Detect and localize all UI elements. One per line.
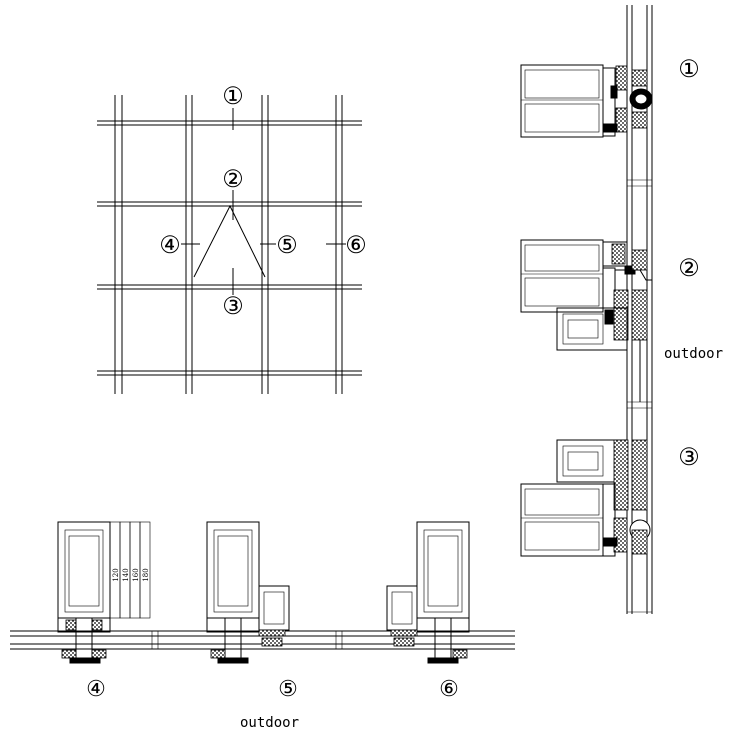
section-4-mullion [57, 521, 151, 664]
section-3-vent-bottom [520, 439, 651, 557]
mullion-depth-dimensions: 120 140 160 180 [112, 568, 150, 581]
elevation-marker-1: ① [222, 82, 244, 110]
section-marker-4: ④ [86, 677, 106, 702]
section-2-vent-top [520, 239, 652, 402]
dimension-180: 180 [142, 568, 150, 581]
leader-lines [181, 108, 346, 295]
dimension-140: 140 [122, 568, 130, 581]
dimension-120: 120 [112, 568, 120, 581]
section-marker-3: ③ [678, 443, 700, 471]
elevation-marker-6: ⑥ [345, 231, 367, 259]
elevation-grid: ① ② ③ ④ ⑤ ⑥ [97, 82, 367, 394]
section-1-transom [520, 64, 653, 138]
vertical-section: ① ② outdoor [520, 5, 723, 614]
section-marker-2: ② [678, 254, 700, 282]
outdoor-label-bottom: outdoor [240, 715, 299, 731]
section-marker-5: ⑤ [278, 677, 298, 702]
horizontal-section: 120 140 160 180 ④ ⑤ [10, 521, 515, 731]
section-marker-1: ① [678, 55, 700, 83]
elevation-marker-3: ③ [222, 292, 244, 320]
section-5-mullion-vent [206, 521, 290, 664]
elevation-marker-5: ⑤ [276, 231, 298, 259]
section-marker-6: ⑥ [439, 677, 459, 702]
grid-vertical-lines [114, 95, 343, 394]
grid-horizontal-lines [97, 120, 362, 376]
vent-triangle [193, 204, 266, 278]
elevation-marker-2: ② [222, 165, 244, 193]
outdoor-label-right: outdoor [664, 346, 723, 362]
section-6-mullion-mirrored [386, 521, 470, 664]
dimension-160: 160 [132, 568, 140, 581]
elevation-marker-4: ④ [159, 231, 181, 259]
